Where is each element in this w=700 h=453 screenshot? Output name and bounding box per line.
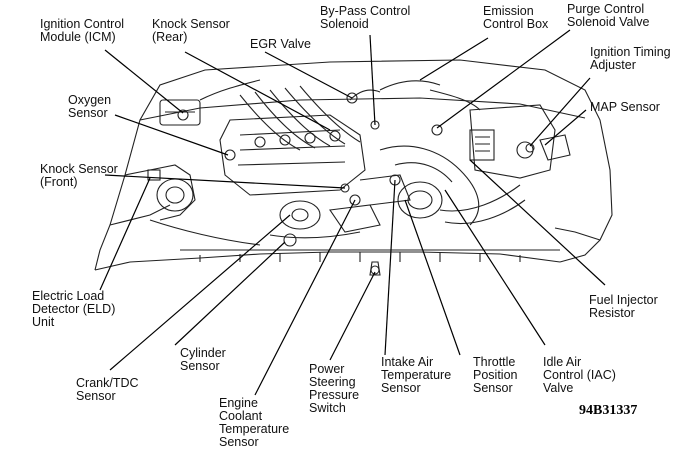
figure-code: 94B31337	[579, 403, 638, 418]
label-power-steering-pressure-switch: Power Steering Pressure Switch	[309, 362, 360, 415]
label-map-sensor: MAP Sensor	[590, 100, 660, 114]
label-idle-air-control-valve: Idle Air Control (IAC) Valve	[543, 355, 616, 395]
label-engine-coolant-temperature-sensor: Engine Coolant Temperature Sensor	[219, 396, 290, 449]
label-crank-tdc-sensor: Crank/TDC Sensor	[76, 376, 139, 403]
label-fuel-injector-resistor: Fuel Injector Resistor	[589, 293, 658, 320]
leader-lines	[99, 29, 606, 396]
label-knock-sensor-front: Knock Sensor (Front)	[40, 162, 118, 189]
label-purge-control-solenoid-valve: Purge Control Solenoid Valve	[567, 2, 650, 29]
label-cylinder-sensor: Cylinder Sensor	[180, 346, 226, 373]
label-intake-air-temperature-sensor: Intake Air Temperature Sensor	[381, 355, 452, 395]
label-electric-load-detector: Electric Load Detector (ELD) Unit	[32, 289, 116, 329]
label-knock-sensor-rear: Knock Sensor (Rear)	[152, 17, 230, 44]
label-egr-valve: EGR Valve	[250, 37, 311, 51]
label-emission-control-box: Emission Control Box	[483, 4, 549, 31]
label-ignition-control-module: Ignition Control Module (ICM)	[40, 17, 125, 44]
label-bypass-control-solenoid: By-Pass Control Solenoid	[320, 4, 411, 31]
label-throttle-position-sensor: Throttle Position Sensor	[473, 355, 518, 395]
label-ignition-timing-adjuster: Ignition Timing Adjuster	[590, 45, 671, 72]
label-oxygen-sensor: Oxygen Sensor	[68, 93, 112, 120]
